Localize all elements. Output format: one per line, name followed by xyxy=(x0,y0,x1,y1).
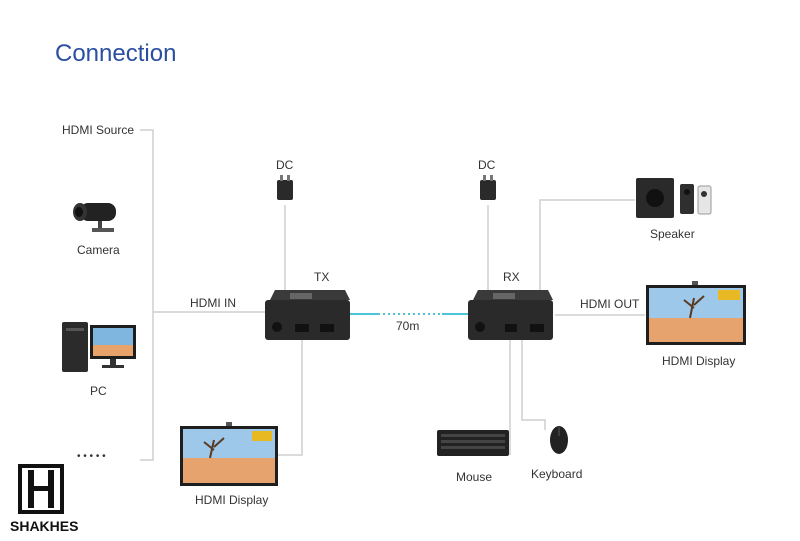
dc-rx-label: DC xyxy=(478,158,496,172)
camera-label: Camera xyxy=(77,243,120,257)
dc-adapter-tx-icon xyxy=(277,175,293,200)
rx-device xyxy=(468,290,553,340)
tx-display-line xyxy=(278,340,303,456)
rx-label: RX xyxy=(503,270,520,284)
pc-label: PC xyxy=(90,384,107,398)
tx-device xyxy=(265,290,350,340)
distance-label: 70m xyxy=(396,319,420,333)
hdmi-display-left-icon xyxy=(180,422,278,486)
speaker-label: Speaker xyxy=(650,227,695,241)
dc-adapter-rx-icon xyxy=(480,175,496,200)
page-title: Connection xyxy=(55,40,177,67)
hdmi-out-label: HDMI OUT xyxy=(580,297,640,311)
hdmi-source-label: HDMI Source xyxy=(62,123,135,137)
hdmi-in-label: HDMI IN xyxy=(190,296,236,310)
keyboard-label: Keyboard xyxy=(531,467,583,481)
mouse-label: Mouse xyxy=(456,470,493,484)
hdmi-display-left-label: HDMI Display xyxy=(195,493,269,507)
camera-icon xyxy=(73,203,116,232)
shakhes-logo xyxy=(18,464,64,514)
keyboard-icon xyxy=(437,430,509,456)
pc-icon xyxy=(62,322,136,372)
rx-speaker-line xyxy=(539,199,635,290)
hdmi-display-right-label: HDMI Display xyxy=(662,354,736,368)
logo-text: SHAKHES xyxy=(10,518,79,534)
rx-keyboard-line xyxy=(521,340,546,430)
hdmi-display-right-icon xyxy=(646,281,746,345)
dc-tx-label: DC xyxy=(276,158,294,172)
tx-label: TX xyxy=(314,270,330,284)
mouse-icon xyxy=(550,426,568,454)
source-bracket-line xyxy=(140,129,154,461)
connector-lines xyxy=(140,129,645,461)
more-sources-label: • • • • • xyxy=(77,451,106,462)
speaker-icon xyxy=(636,178,712,218)
